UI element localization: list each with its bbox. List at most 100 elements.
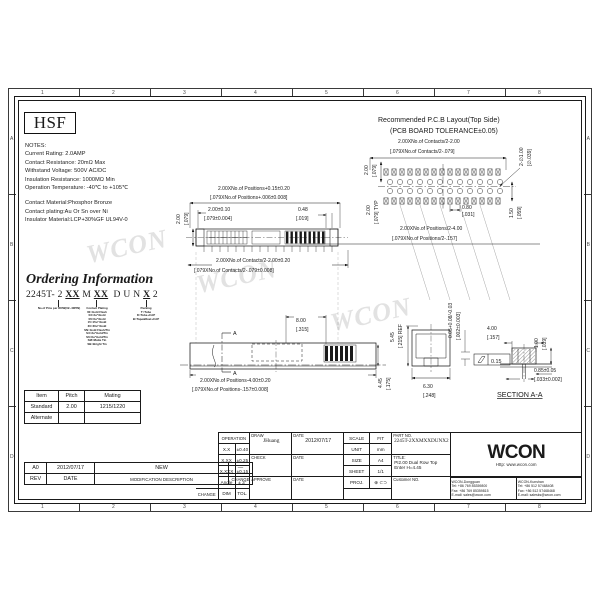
zone-col-4: 4 (254, 90, 257, 96)
code-suffix: 2 (152, 290, 158, 300)
code-d: D (113, 290, 121, 300)
office-kunshan-fax: Fax: +86 512 57468468 (517, 488, 555, 493)
title-cell: TITLE: PI2.00 Dual Row Top Enter H=4.45 (391, 454, 451, 478)
title-block: OPERATION DRAW JHuang DATE 2012/07/17 SC… (196, 431, 582, 501)
note-contact-resistance: Contact Resistance: 20mΩ Max (25, 159, 106, 166)
th-proj: PROJ. (343, 476, 371, 489)
td-tol-val-0: ±0.40 (234, 443, 251, 456)
part-no-label: PART NO. (393, 433, 413, 438)
zone-col-6-bot: 6 (396, 504, 399, 510)
td-rev-date: 2012/07/17 (46, 462, 95, 474)
zone-col-1: 1 (41, 90, 44, 96)
zone-col-3-bot: 3 (183, 504, 186, 510)
zone-col-7: 7 (467, 90, 470, 96)
border-inner (18, 100, 582, 500)
zone-col-2: 2 (112, 90, 115, 96)
leader-pins (58, 300, 59, 307)
th-item: Item (24, 390, 59, 402)
note-insulator-material: Insulator Material:LCP+30%GF UL94V-0 (25, 217, 128, 224)
td-tol-dim-1: X.XX (217, 454, 236, 467)
label-draw: DRAW JHuang (249, 431, 293, 456)
border-outer (14, 96, 586, 504)
zone-col-6: 6 (396, 90, 399, 96)
legend-packing-item-2: B=Tape&Reel+CAP (132, 316, 160, 321)
table-header-row: Item Pitch Mating (24, 390, 141, 402)
legend-plating-item-3: 15=15u"/Gold (87, 320, 107, 325)
th-sheet: SHEET (343, 465, 371, 478)
label-date-1: DATE 2012/07/17 (291, 431, 345, 456)
zone-row-d-r: D (586, 454, 590, 460)
zone-col-4-bot: 4 (254, 504, 257, 510)
td-size-value: A4 (369, 454, 393, 467)
code-pins: XX (65, 290, 80, 300)
zone-col-1-bot: 1 (41, 504, 44, 510)
legend-pins-header: No.of Pins per ROW(02~40PIN) (37, 306, 81, 310)
legend-plating-item-0: 00=Gold Flash (87, 309, 107, 314)
zone-col-5-bot: 5 (325, 504, 328, 510)
zone-col-7-bot: 7 (467, 504, 470, 510)
th-mating: Mating (84, 390, 141, 402)
ordering-information-title: Ordering Information (26, 272, 154, 287)
office-kunshan-tel: Tel: +86 512 57468408 (517, 484, 554, 489)
office-kunshan-email: E-mail: salesks@wcon.com (517, 493, 561, 498)
th-operation: OPERATION (217, 431, 251, 445)
office-dongguan-email: E-mail: sales@wcon.com (451, 493, 491, 498)
td-tol-dim-4: DIM (217, 487, 236, 501)
zone-row-b-r: B (586, 242, 590, 248)
note-contact-material: Contact Material:Phosphor Bronze (25, 200, 113, 207)
td-tol-dim-2: X.XXX (217, 465, 236, 478)
th-change-label: CHANGE (196, 487, 219, 500)
zone-col-3: 3 (183, 90, 186, 96)
note-withstand-voltage: Withstand Voltage: 500V AC/DC (25, 168, 107, 175)
office-kunshan: WCON-Kunshan Tel: +86 512 57468408 Fax: … (515, 477, 582, 499)
label-check: CHECK (249, 454, 293, 478)
th-size: SIZE (343, 454, 371, 467)
code-m: M (82, 290, 92, 300)
legend-plating-header: Contact Plating (86, 306, 108, 310)
zone-col-8: 8 (538, 90, 541, 96)
table-row: A0 2012/07/17 NEW — (24, 462, 253, 474)
th-scale: SCALE (343, 431, 371, 445)
zone-col-8-bot: 8 (538, 504, 541, 510)
customer-no-cell: Customer NO. (391, 476, 451, 500)
office-dongguan-fax: Fax: +86 769 85359815 (451, 488, 489, 493)
legend-plating-item-6: S3=3u"Gold/Tin (86, 331, 108, 336)
legend-packing-item-0: T=Tube (140, 309, 152, 314)
zone-row-b: B (10, 242, 14, 248)
wcon-logo: WCON (487, 441, 546, 463)
zone-row-d: D (10, 454, 14, 460)
code-dash: - (51, 290, 55, 300)
code-plating: XX (93, 290, 109, 300)
title-label: TITLE: (393, 455, 406, 461)
wcon-url: Http: www.wcon.com (495, 461, 537, 467)
note-contact-plating: Contact plating:Au Or Sn over Ni (25, 208, 108, 215)
zone-frame: 1 2 3 4 5 6 7 8 1 2 3 4 5 6 7 8 A B C D … (8, 88, 592, 512)
td-standard-pitch: 2.00 (58, 401, 85, 413)
legend-plating-item-4: 30=30u"/Gold (87, 323, 107, 328)
office-dongguan: WCON-Dongguan Tel: +86 769 85359800 Fax:… (450, 477, 517, 499)
legend-plating: Contact Plating 00=Gold Flash 03=3u"/Gol… (76, 306, 118, 347)
draw-label-text: DRAW (251, 433, 264, 438)
td-standard: Standard (24, 401, 59, 413)
th-date: DATE (46, 473, 95, 485)
leader-packing (146, 300, 147, 307)
legend-plating-item-9: SB=Bright Tin (87, 341, 107, 346)
legend-plating-item-8: SM=Matte Tin (87, 338, 107, 343)
legend-packing: Packing T=Tube D=Tube+CAP B=Tape&Reel+CA… (124, 306, 168, 321)
item-pitch-mating-table: Item Pitch Mating Standard 2.00 1215/122… (24, 390, 141, 424)
approve-label-text: APPROVE (251, 477, 272, 483)
td-rev-value: A0 (24, 462, 47, 474)
td-proj-value: ⊕ ⊂⊃ (369, 476, 393, 489)
date-label-3-text: DATE (293, 477, 304, 483)
legend-pins: No.of Pins per ROW(02~40PIN) (36, 306, 82, 311)
draw-value: JHuang (262, 438, 280, 444)
code-n: N (133, 290, 141, 300)
label-approve: APPROVE (249, 476, 293, 500)
ordering-code: 2245T- 2 XX M XX D U N X 2 (26, 290, 158, 300)
zone-row-a-r: A (586, 136, 590, 142)
td-sheet-value: 1/1 (369, 465, 393, 478)
company-logo-cell: WCON Http: www.wcon.com (449, 431, 582, 478)
zone-row-a: A (10, 136, 14, 142)
label-date-3: DATE (291, 476, 345, 500)
